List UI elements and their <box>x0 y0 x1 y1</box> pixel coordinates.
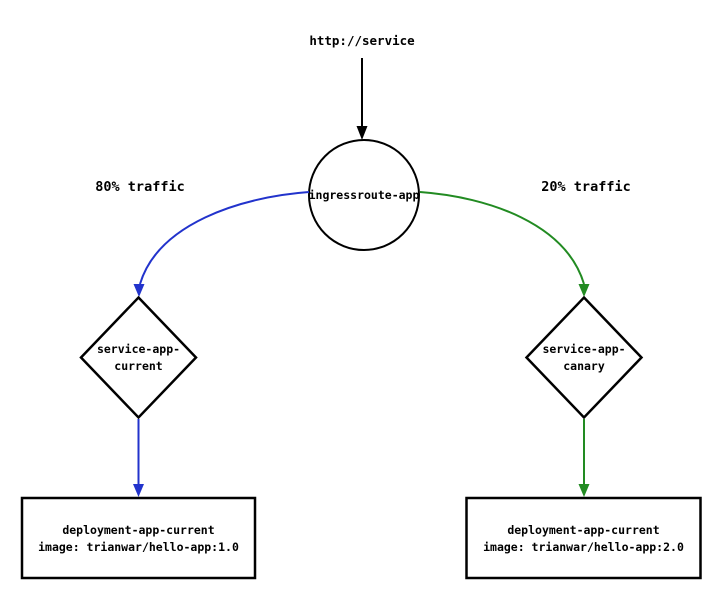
deployment-canary-label-line1: deployment-app-current <box>507 523 659 537</box>
service-current-node <box>79 295 198 420</box>
ingress-node-label: ingressroute-app <box>309 188 420 202</box>
canary-traffic-label: 20% traffic <box>541 179 630 195</box>
arrowhead-source-to-ingress <box>356 126 368 140</box>
arrowhead-ingress-to-service-current <box>133 284 145 297</box>
service-canary-label-line2: canary <box>563 359 605 373</box>
current-traffic-label: 80% traffic <box>95 179 184 195</box>
edge-ingress-to-service-canary <box>419 191 585 285</box>
deployment-canary-node <box>465 496 702 580</box>
service-canary-label-line1: service-app- <box>542 342 625 356</box>
deployment-current-label-line1: deployment-app-current <box>62 523 214 537</box>
edge-ingress-to-service-current <box>139 191 310 285</box>
deployment-current-node <box>20 496 257 580</box>
service-current-label-line2: current <box>114 359 163 373</box>
service-current-label-line1: service-app- <box>97 342 180 356</box>
arrowhead-service-to-deployment-canary <box>578 484 590 497</box>
deployment-canary-label-line2: image: trianwar/hello-app:2.0 <box>483 540 684 554</box>
deployment-current-label-line2: image: trianwar/hello-app:1.0 <box>38 540 239 554</box>
ingress-node <box>308 139 420 251</box>
arrowhead-ingress-to-service-canary <box>578 284 590 297</box>
arrowhead-service-to-deployment-current <box>133 484 144 497</box>
source-url-label: http://service <box>309 33 415 48</box>
service-canary-node <box>524 295 644 420</box>
